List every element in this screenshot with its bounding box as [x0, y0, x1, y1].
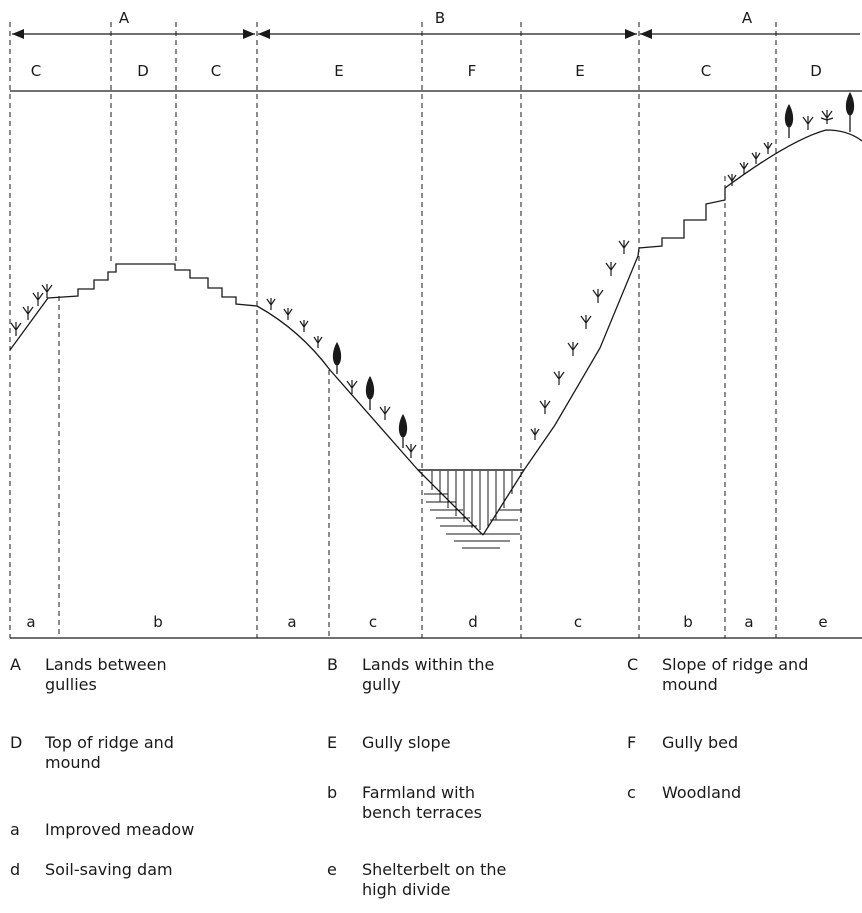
legend-text: Gully slope [362, 733, 451, 752]
top-zone-arrows [12, 29, 860, 39]
soil-saving-dam [417, 469, 525, 549]
legend-text: Shelterbelt on the high divide [362, 860, 507, 899]
top-zone-label: A [742, 9, 753, 27]
bottom-zone-label: c [574, 613, 582, 631]
terrain-profile [9, 129, 862, 471]
bottom-zone-label: d [468, 613, 478, 631]
bottom-zone-label: a [26, 613, 35, 631]
bottom-zone-label: a [744, 613, 753, 631]
legend-text: Woodland [662, 783, 742, 802]
mid-zone-label: C [211, 62, 221, 80]
grass-tufts [10, 110, 834, 458]
legend-text: Lands between gullies [45, 655, 167, 694]
legend-key: B [327, 655, 338, 674]
legend-key: C [627, 655, 639, 674]
trees [332, 92, 855, 448]
legend-key: e [327, 860, 337, 879]
tree-icon [332, 342, 342, 374]
mid-zone-label: E [334, 62, 343, 80]
mid-zone-label: D [137, 62, 149, 80]
tree-icon [365, 376, 375, 410]
bottom-zone-label: b [153, 613, 163, 631]
legend-text: Lands within the gully [362, 655, 495, 694]
mid-zone-label: C [31, 62, 41, 80]
legend-key: d [10, 860, 21, 879]
legend-key: a [10, 820, 20, 839]
legend-text: Soil-saving dam [45, 860, 173, 879]
tree-icon [784, 104, 794, 138]
legend-text: Farmland with bench terraces [362, 783, 482, 822]
legend-key: A [10, 655, 21, 674]
mid-zone-label: D [810, 62, 822, 80]
top-zone-label: B [435, 9, 445, 27]
mid-zone-label: C [701, 62, 711, 80]
mid-zone-label: E [575, 62, 584, 80]
legend-key: c [627, 783, 636, 802]
legend-text: Gully bed [662, 733, 739, 752]
legend-key: F [627, 733, 637, 752]
bottom-zone-label: a [287, 613, 296, 631]
tree-icon [398, 414, 408, 448]
legend-text: Improved meadow [45, 820, 195, 839]
bottom-zone-label: b [683, 613, 693, 631]
legend-key: D [10, 733, 23, 752]
bottom-zone-label: c [369, 613, 377, 631]
gully-land-use-diagram: A B A C D C E F E C D a b a c d c b a e [9, 9, 862, 639]
legend-key: b [327, 783, 338, 802]
mid-zone-label: F [468, 62, 477, 80]
legend-text: Slope of ridge and mound [662, 655, 809, 694]
tree-icon [845, 92, 855, 132]
bottom-zone-label: e [818, 613, 827, 631]
legend-text: Top of ridge and mound [45, 733, 174, 772]
legend-key: E [327, 733, 338, 752]
top-zone-label: A [119, 9, 130, 27]
zone-dividers [9, 22, 777, 638]
